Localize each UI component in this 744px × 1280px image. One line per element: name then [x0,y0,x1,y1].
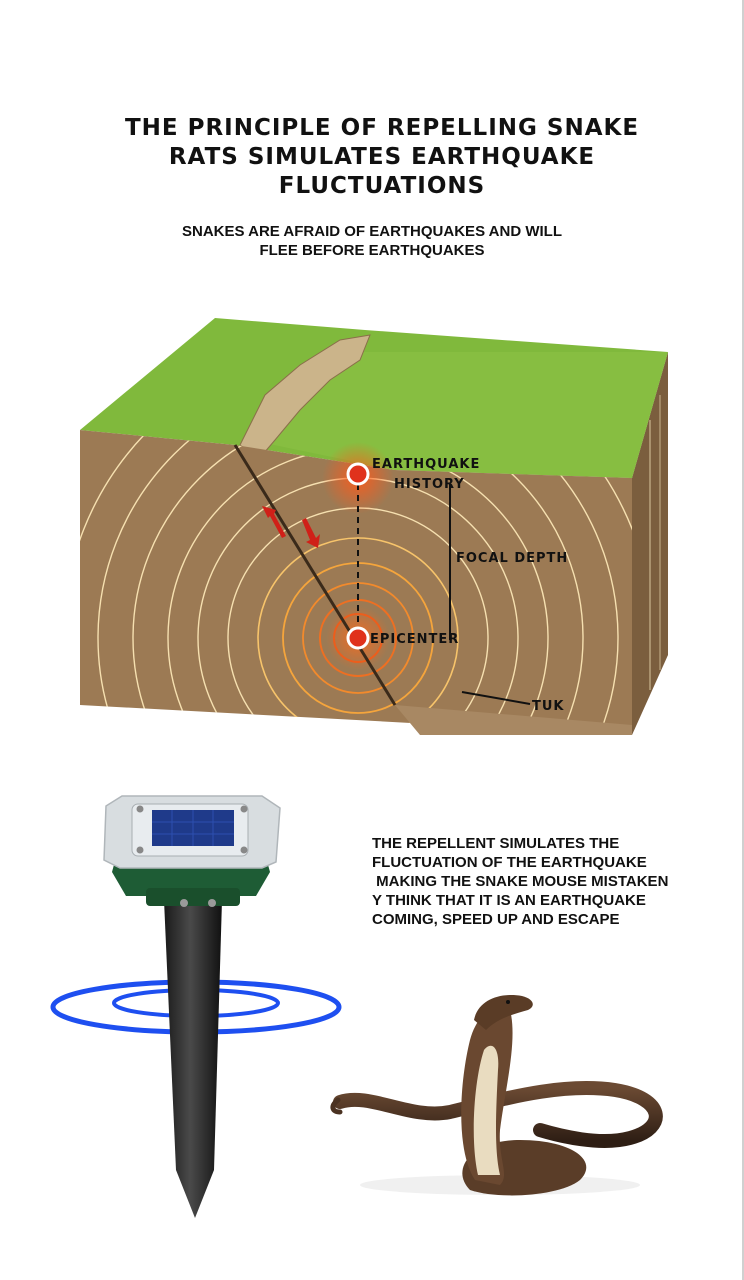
page-subtitle: SNAKES ARE AFRAID OF EARTHQUAKES AND WIL… [100,222,644,260]
description-line-4: Y THINK THAT IT IS AN EARTHQUAKE [372,892,646,909]
label-earthquake-history-1: EARTHQUAKE [372,457,480,472]
fault-arrow-down-icon [302,518,320,548]
description-line-1: THE REPELLENT SIMULATES THE [372,835,620,852]
subtitle-line-2: FLEE BEFORE EARTHQUAKES [259,242,485,259]
tuk-pointer [461,691,531,705]
title-line-2: RATS SIMULATES EARTHQUAKE [168,144,596,170]
title-line-1: THE PRINCIPLE OF REPELLING SNAKE [124,115,640,141]
description-line-3: MAKING THE SNAKE MOUSE MISTAKEN [372,873,669,890]
fault-line [233,444,397,706]
label-epicenter: EPICENTER [370,632,459,647]
page-title: THE PRINCIPLE OF REPELLING SNAKE RATS SI… [60,114,704,201]
earthquake-history-marker [346,462,370,486]
label-earthquake-history-2: HISTORY [394,477,465,492]
label-tuk: TUK [532,699,565,714]
page-edge [742,0,744,1280]
description-line-5: COMING, SPEED UP AND ESCAPE [372,911,620,928]
earthquake-diagram: EARTHQUAKE HISTORY FOCAL DEPTH EPICENTER… [80,318,668,735]
description-text: THE REPELLENT SIMULATES THE FLUCTUATION … [372,834,732,929]
epicenter-marker [346,626,370,650]
fault-cliff [239,334,371,461]
title-line-3: FLUCTUATIONS [278,173,486,199]
cobra-snake [330,995,663,1196]
description-line-2: FLUCTUATION OF THE EARTHQUAKE [372,854,647,871]
label-focal-depth: FOCAL DEPTH [456,551,568,566]
solar-repeller-device [50,795,342,1218]
fault-arrow-up-icon [262,506,286,538]
subtitle-line-1: SNAKES ARE AFRAID OF EARTHQUAKES AND WIL… [182,223,562,240]
